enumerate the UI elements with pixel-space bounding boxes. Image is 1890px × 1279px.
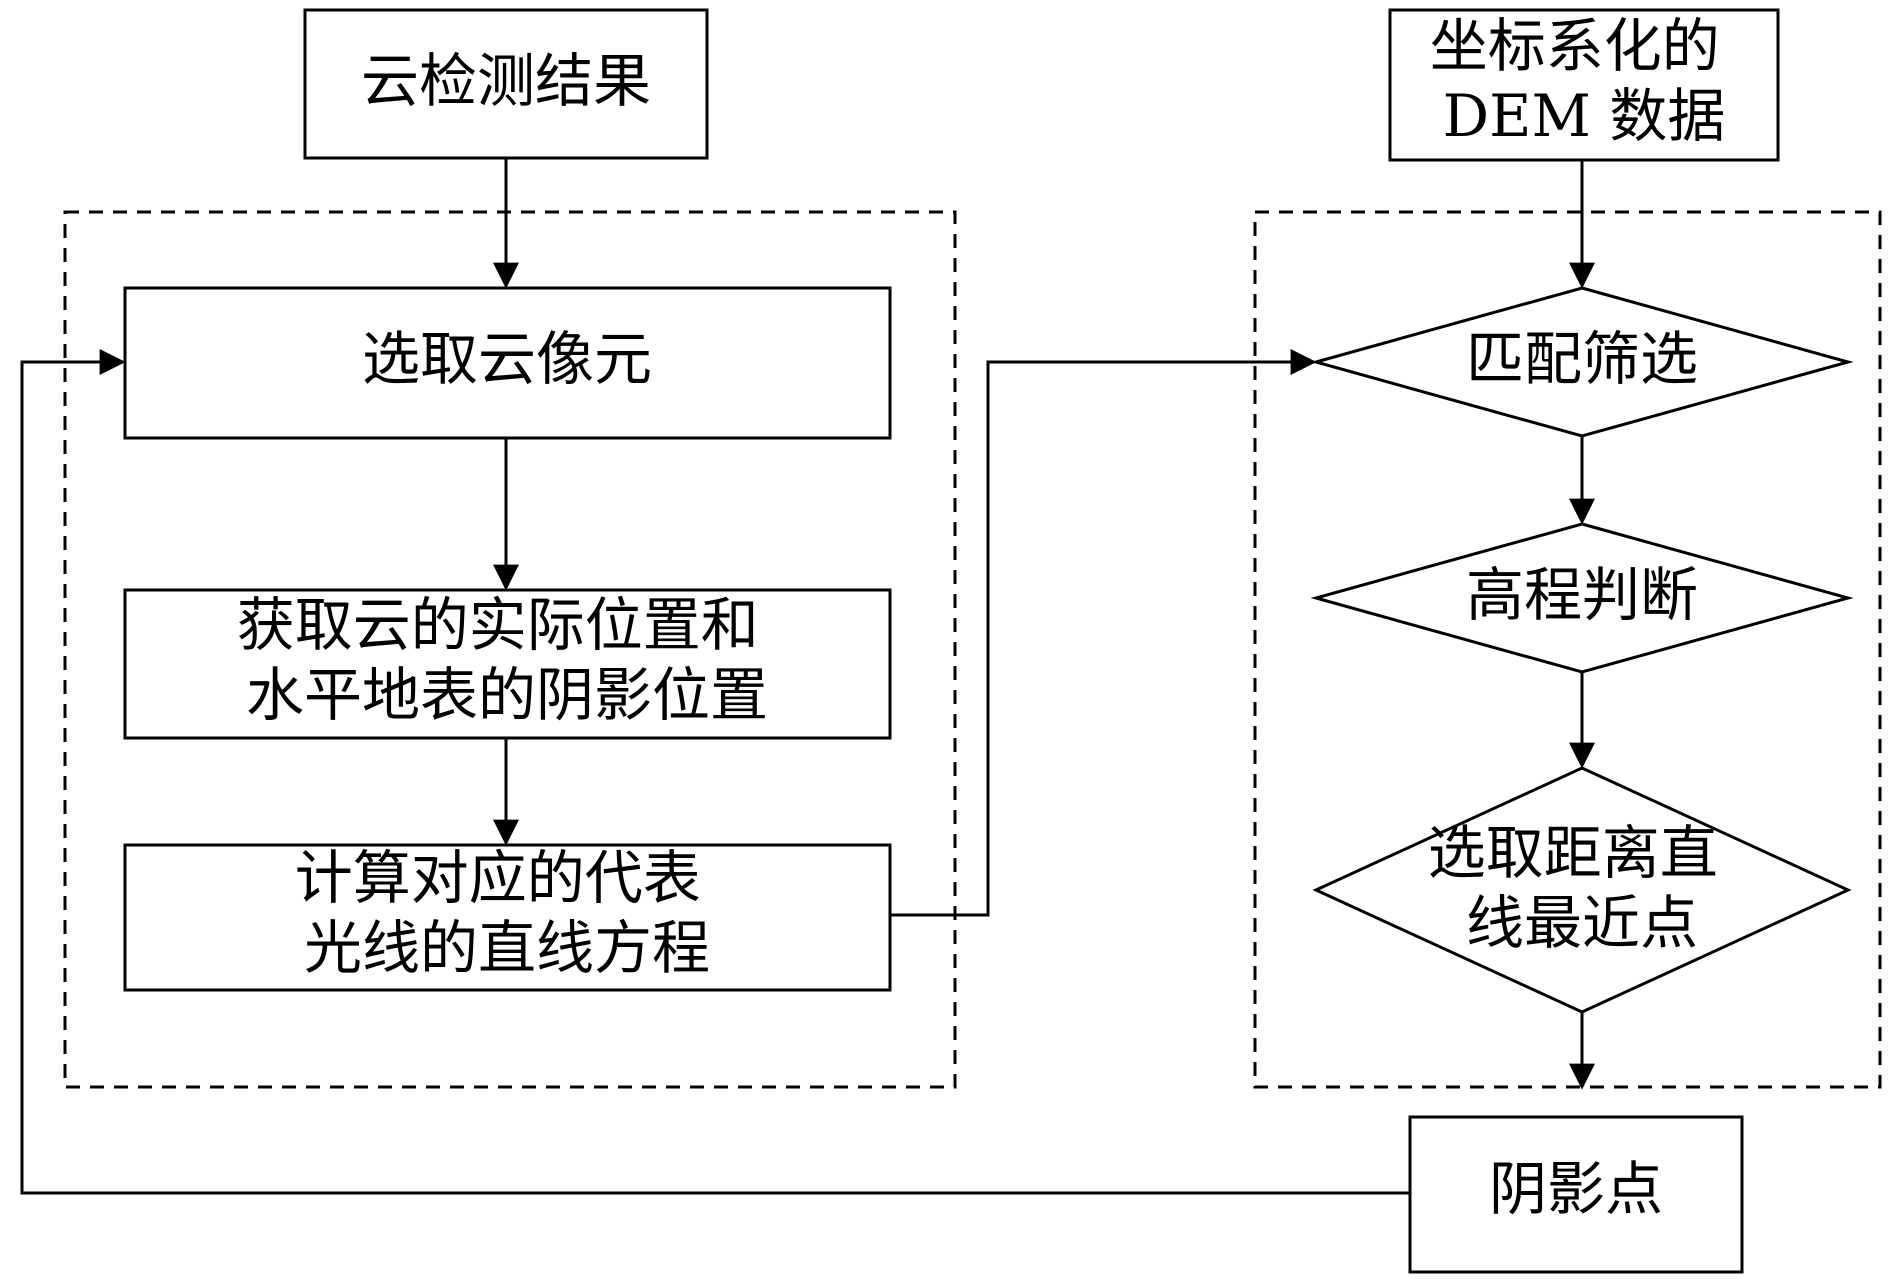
- nearest-point-label: 选取距离直 线最近点: [1428, 819, 1736, 957]
- arrow-shadow-point-loop-back: [20, 349, 1410, 1195]
- compute-line-label: 计算对应的代表 光线的直线方程: [295, 844, 719, 982]
- dem-data-label: 坐标系化的 DEM 数据: [1430, 12, 1738, 150]
- get-positions-label: 获取云的实际位置和 水平地表的阴影位置: [237, 591, 777, 729]
- select-cloud-pixel-label: 选取云像元: [362, 325, 652, 393]
- right-dashed-group: [1253, 210, 1882, 1089]
- dem-data-box: [1388, 8, 1780, 162]
- left-dashed-group: [63, 210, 957, 1089]
- shadow-point-box: [1408, 1115, 1744, 1274]
- arrow-compute-to-match-filter: [890, 349, 1317, 917]
- cloud-detection-label: 云检测结果: [361, 47, 651, 115]
- compute-line-box: [123, 843, 892, 992]
- get-positions-box: [123, 588, 892, 740]
- match-filter-label: 匹配筛选: [1466, 325, 1698, 393]
- shadow-point-label: 阴影点: [1489, 1155, 1663, 1223]
- cloud-detection-box: [303, 8, 709, 160]
- elevation-check-label: 高程判断: [1466, 561, 1698, 629]
